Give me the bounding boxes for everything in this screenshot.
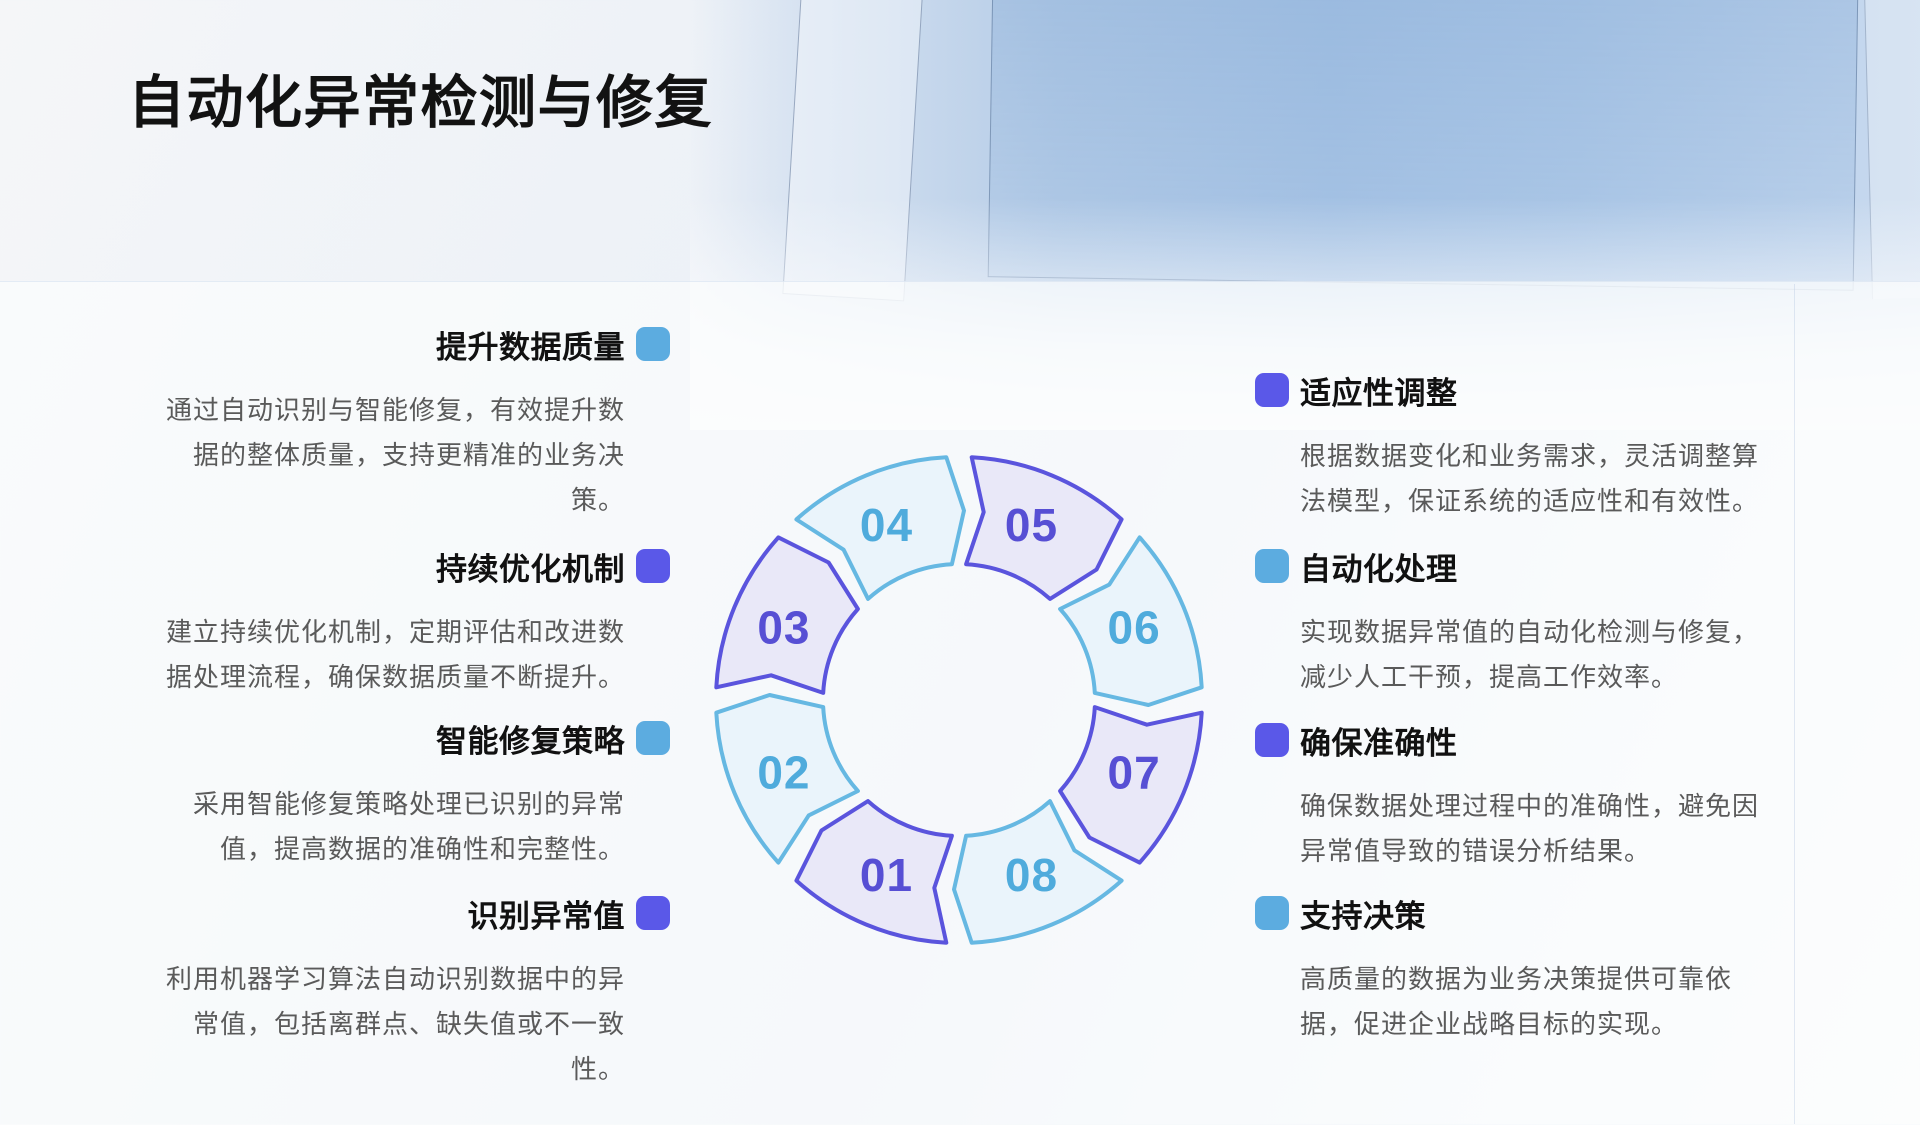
accent-square-icon (636, 896, 670, 930)
feature-title: 识别异常值 (467, 898, 625, 934)
feature-item-outlier-detection: 识别异常值 利用机器学习算法自动识别数据中的异 常值，包括离群点、缺失值或不一致… (70, 893, 670, 1092)
wheel-segment-08: 08 (952, 799, 1124, 945)
accent-square-icon (1255, 373, 1289, 407)
feature-body: 高质量的数据为业务决策提供可靠依 据，促进企业战略目标的实现。 (1300, 964, 1733, 1039)
wheel-number-08: 08 (1005, 849, 1058, 901)
feature-item-decision-support: 支持决策 高质量的数据为业务决策提供可靠依 据，促进企业战略目标的实现。 (1255, 893, 1855, 1047)
wheel-number-03: 03 (757, 602, 810, 654)
feature-title: 适应性调整 (1300, 375, 1458, 411)
accent-square-icon (636, 327, 670, 361)
feature-item-quality: 提升数据质量 通过自动识别与智能修复，有效提升数 据的整体质量，支持更精准的业务… (70, 324, 670, 523)
feature-item-repair-strategy: 智能修复策略 采用智能修复策略处理已识别的异常 值，提高数据的准确性和完整性。 (70, 718, 670, 872)
accent-square-icon (1255, 549, 1289, 583)
cycle-diagram: 01 02 03 04 05 06 07 08 (714, 455, 1204, 945)
wheel-segment-03: 03 (714, 535, 860, 695)
wheel-number-06: 06 (1108, 602, 1161, 654)
wheel-segment-04: 04 (794, 455, 966, 601)
glass-pane-left (782, 0, 924, 302)
wheel-number-07: 07 (1108, 747, 1161, 799)
wheel-number-04: 04 (860, 499, 913, 551)
feature-body: 建立持续优化机制，定期评估和改进数 据处理流程，确保数据质量不断提升。 (165, 617, 625, 692)
accent-square-icon (636, 721, 670, 755)
slide-title: 自动化异常检测与修复 (128, 71, 713, 135)
feature-body: 实现数据异常值的自动化检测与修复， 减少人工干预，提高工作效率。 (1300, 617, 1760, 692)
wheel-number-05: 05 (1005, 499, 1058, 551)
wheel-segment-02: 02 (714, 693, 860, 865)
feature-body: 采用智能修复策略处理已识别的异常 值，提高数据的准确性和完整性。 (192, 789, 625, 864)
accent-square-icon (1255, 896, 1289, 930)
glass-pane-center (987, 0, 1859, 291)
pane-edge-ghost (1794, 284, 1795, 1124)
feature-title: 支持决策 (1300, 898, 1426, 934)
wheel-segment-07: 07 (1058, 705, 1204, 865)
feature-body: 利用机器学习算法自动识别数据中的异 常值，包括离群点、缺失值或不一致 性。 (165, 964, 625, 1084)
feature-body: 确保数据处理过程中的准确性，避免因 异常值导致的错误分析结果。 (1300, 791, 1760, 866)
accent-square-icon (1255, 723, 1289, 757)
feature-item-optimization: 持续优化机制 建立持续优化机制，定期评估和改进数 据处理流程，确保数据质量不断提… (70, 546, 670, 700)
wheel-segment-05: 05 (964, 455, 1124, 601)
feature-item-adaptive: 适应性调整 根据数据变化和业务需求，灵活调整算 法模型，保证系统的适应性和有效性… (1255, 370, 1855, 524)
feature-title: 确保准确性 (1300, 725, 1458, 761)
feature-body: 通过自动识别与智能修复，有效提升数 据的整体质量，支持更精准的业务决 策。 (165, 395, 625, 515)
feature-title: 持续优化机制 (436, 551, 625, 587)
feature-title: 自动化处理 (1300, 551, 1458, 587)
glass-pane-right (1863, 0, 1920, 300)
accent-square-icon (636, 549, 670, 583)
feature-item-automation: 自动化处理 实现数据异常值的自动化检测与修复， 减少人工干预，提高工作效率。 (1255, 546, 1855, 700)
wheel-number-01: 01 (860, 849, 913, 901)
content-panel (0, 281, 1920, 1125)
feature-title: 智能修复策略 (436, 723, 625, 759)
feature-body: 根据数据变化和业务需求，灵活调整算 法模型，保证系统的适应性和有效性。 (1300, 441, 1760, 516)
wheel-segment-01: 01 (794, 799, 954, 945)
feature-item-accuracy: 确保准确性 确保数据处理过程中的准确性，避免因 异常值导致的错误分析结果。 (1255, 720, 1855, 874)
feature-title: 提升数据质量 (436, 329, 625, 365)
wheel-number-02: 02 (757, 747, 810, 799)
wheel-segment-06: 06 (1058, 535, 1204, 707)
